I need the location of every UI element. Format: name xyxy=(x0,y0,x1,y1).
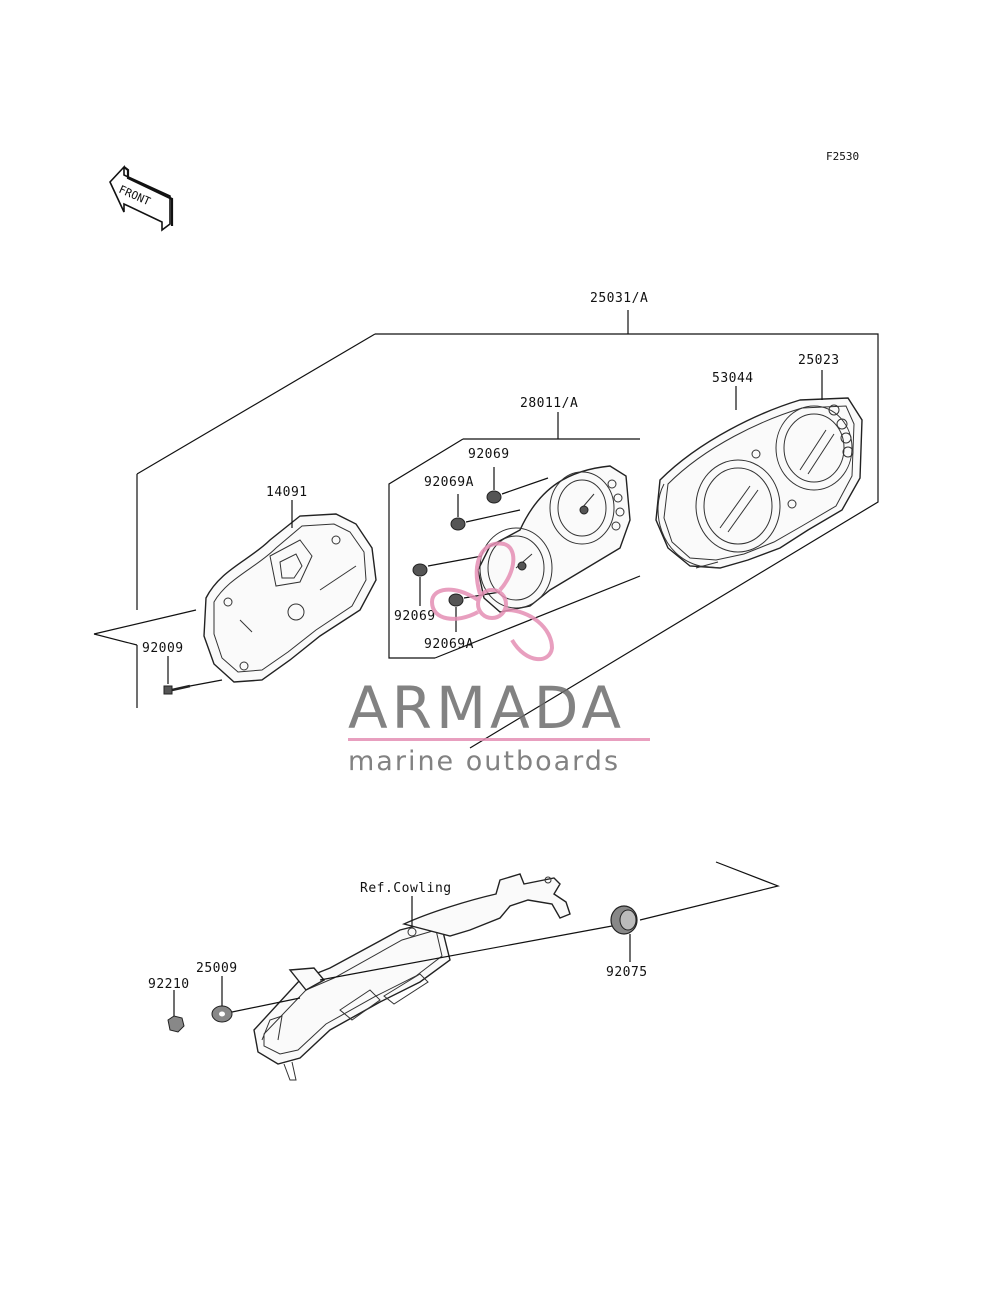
label-92075: 92075 xyxy=(606,965,648,980)
meter-cover-part xyxy=(655,397,863,569)
propeller-logo-icon xyxy=(429,541,555,662)
label-92069a-lower: 92069A xyxy=(424,637,474,652)
leader-line-long xyxy=(319,861,780,981)
label-28011a: 28011/A xyxy=(520,396,578,411)
damper-92075-icon xyxy=(610,905,638,935)
label-92069-lower: 92069 xyxy=(394,609,436,624)
label-92069-upper: 92069 xyxy=(468,447,510,462)
label-25009: 25009 xyxy=(196,961,238,976)
screw-92009-icon xyxy=(163,656,223,695)
meter-unit-part xyxy=(477,465,631,613)
meter-unit-bracket xyxy=(388,412,641,659)
label-92069a-upper: 92069A xyxy=(424,475,474,490)
label-14091: 14091 xyxy=(266,485,308,500)
watermark-subtitle: marine outboards xyxy=(348,746,620,777)
figure-code: F2530 xyxy=(826,150,859,163)
label-ref-cowling: Ref.Cowling xyxy=(360,881,452,896)
label-92210: 92210 xyxy=(148,977,190,992)
watermark-divider xyxy=(348,738,650,741)
bulb-92069-lower-icon xyxy=(412,555,483,606)
assembly-bracket xyxy=(136,310,879,749)
bulb-92069a-upper-icon xyxy=(450,494,521,531)
nut-92210-icon xyxy=(167,1015,185,1033)
watermark-logo: ARMADA marine outboards xyxy=(348,541,650,777)
label-25031a: 25031/A xyxy=(590,291,648,306)
meter-case-part xyxy=(203,513,377,683)
label-92009: 92009 xyxy=(142,641,184,656)
label-25023: 25023 xyxy=(798,353,840,368)
label-53044: 53044 xyxy=(712,371,754,386)
bulb-92069-upper-icon xyxy=(486,467,549,504)
front-arrow-icon: FRONT xyxy=(109,164,174,232)
watermark-title: ARMADA xyxy=(348,674,625,742)
washer-25009-icon xyxy=(211,1005,233,1023)
